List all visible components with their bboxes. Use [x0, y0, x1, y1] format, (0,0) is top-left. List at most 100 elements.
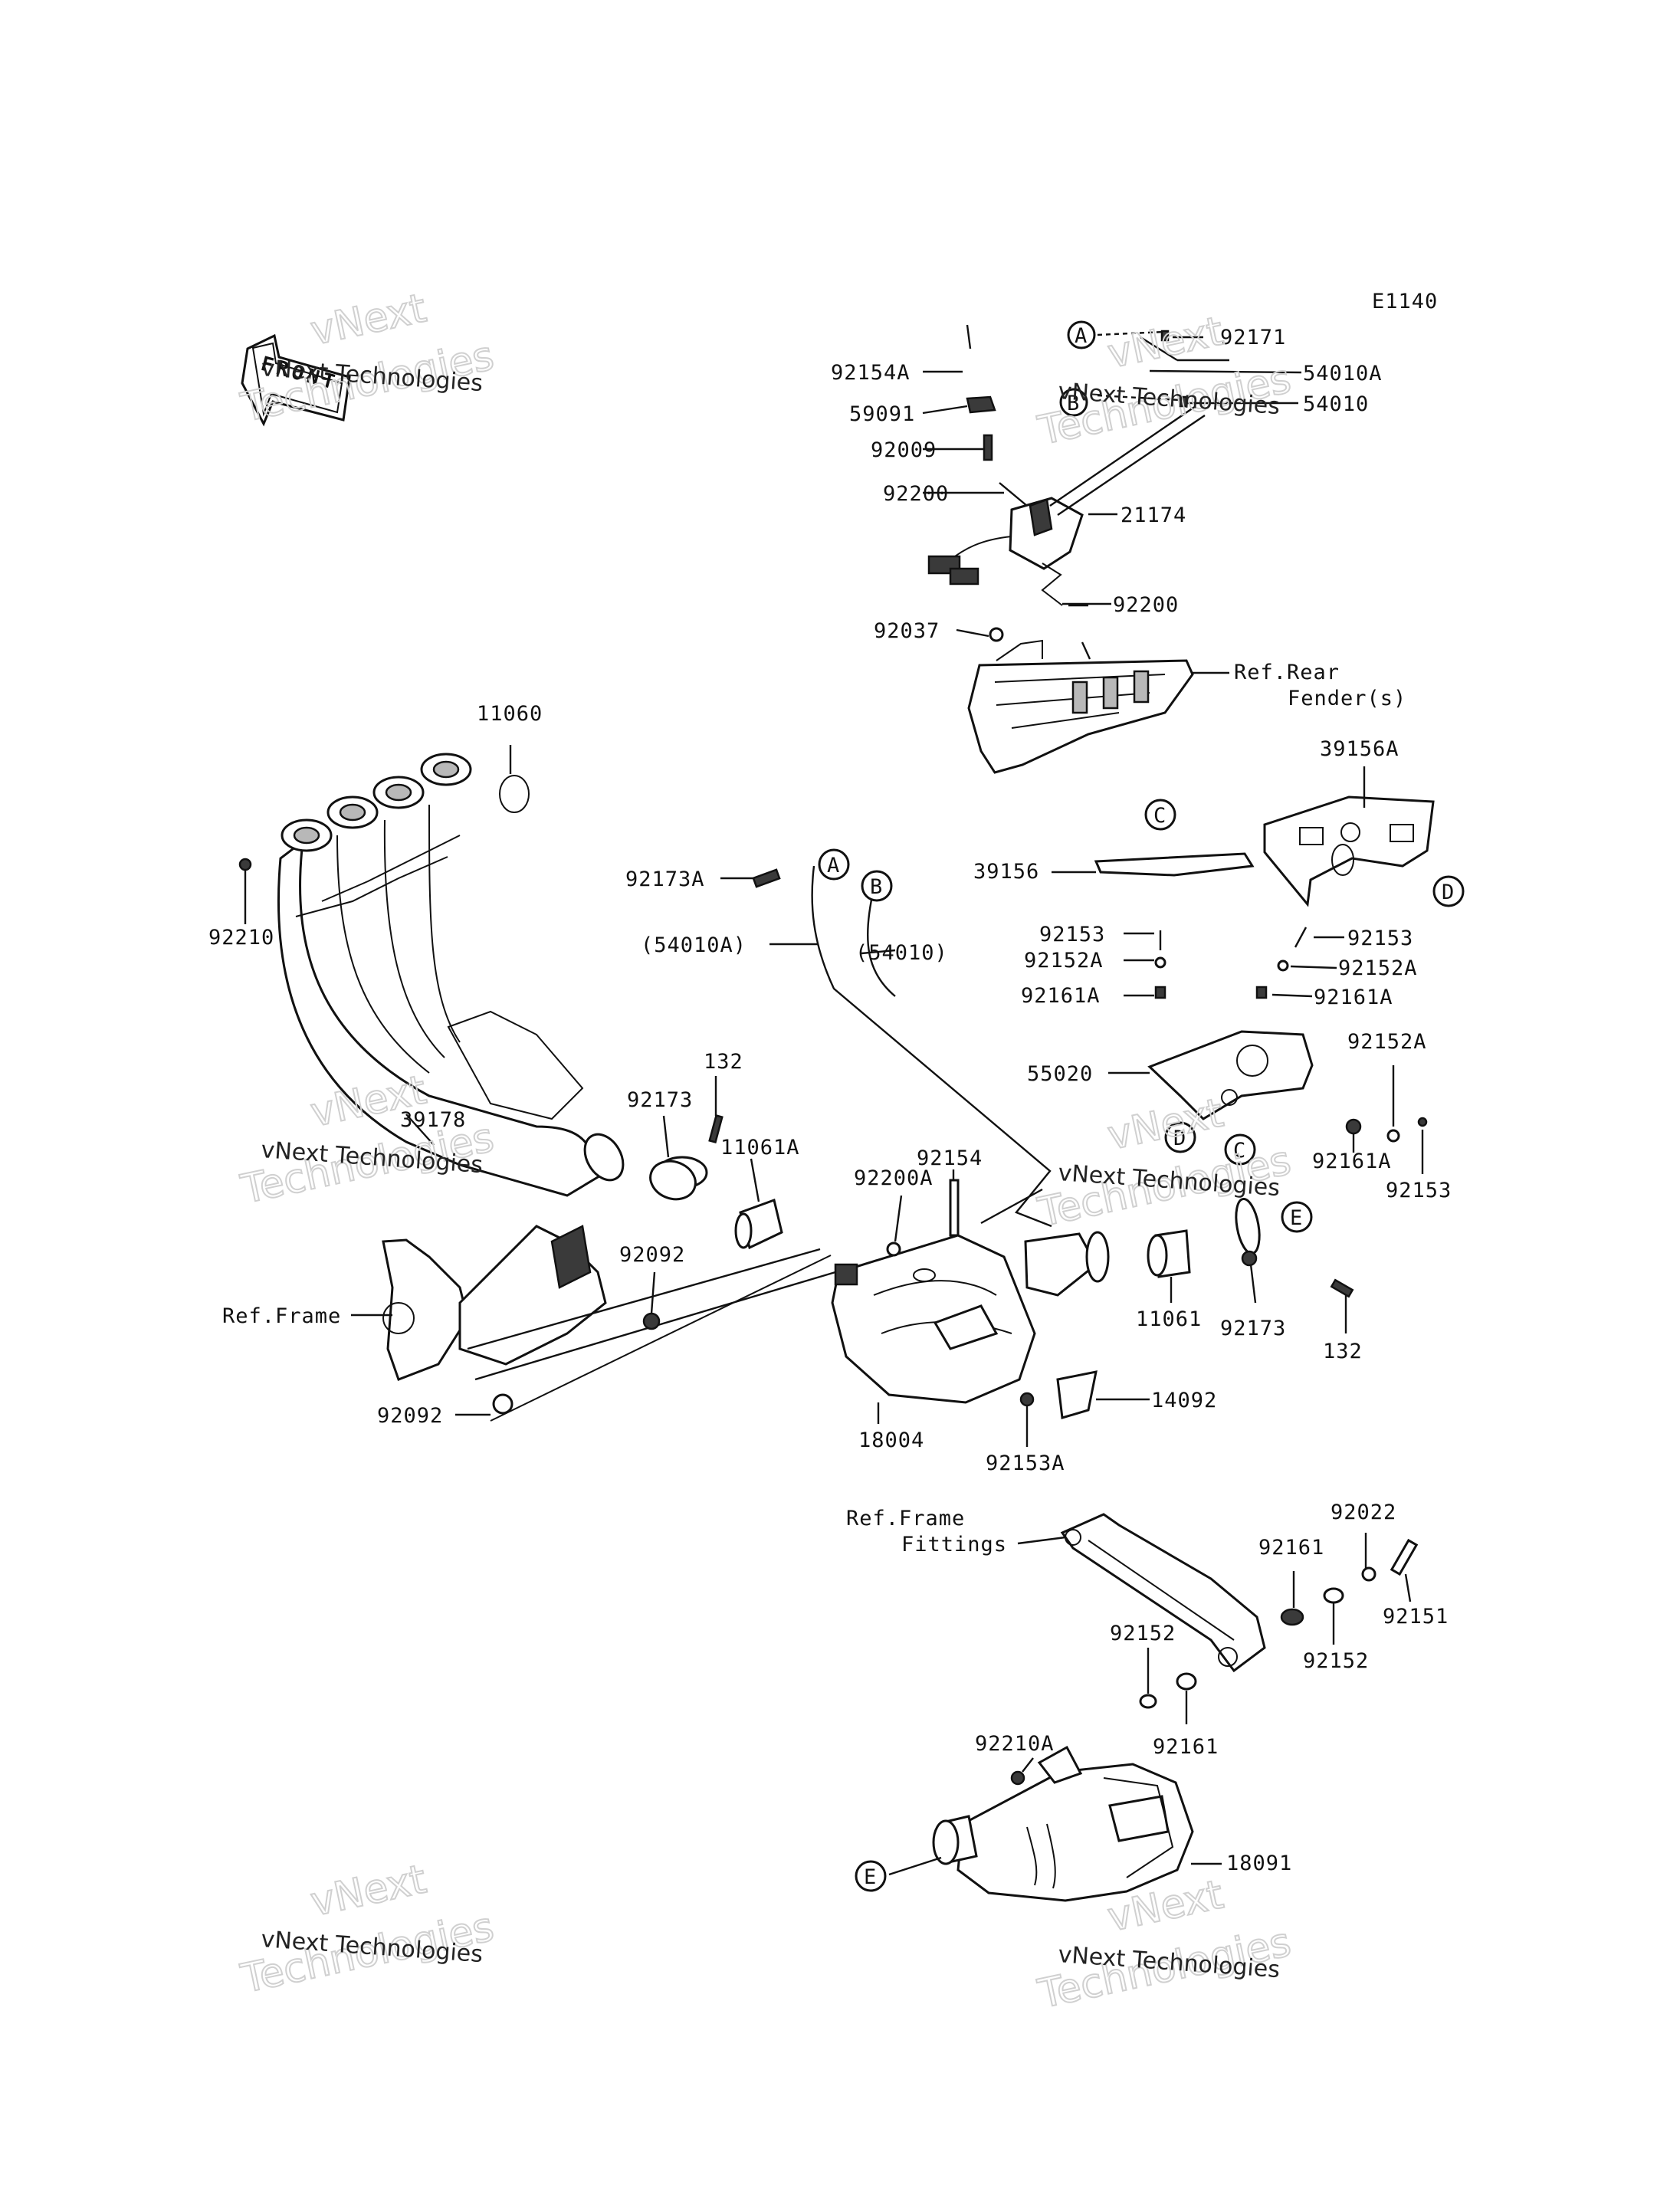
callout-55020: 55020	[1027, 1062, 1093, 1086]
callout-92152-right: 92152	[1303, 1649, 1369, 1673]
callout-18091: 18091	[1226, 1852, 1292, 1875]
leader-lines	[244, 336, 1424, 1876]
callout-92037: 92037	[874, 619, 940, 643]
callout-92173-left: 92173	[627, 1088, 693, 1112]
fasteners-92151-set	[1010, 1538, 1419, 1786]
callout-92092-top: 92092	[619, 1243, 685, 1267]
callout-21174: 21174	[1121, 504, 1186, 527]
callout-92152A-right: 92152A	[1338, 956, 1418, 980]
callout-92153-left: 92153	[1039, 923, 1105, 946]
callout-92173A: 92173A	[625, 868, 705, 891]
callout-92200-mid: 92200	[1113, 593, 1179, 617]
ref-circle-D-cover	[1432, 875, 1465, 907]
callout-11061A: 11061A	[720, 1136, 800, 1160]
ref-circle-B-cable-letter: B	[870, 875, 883, 899]
frame-ref-left	[382, 1225, 836, 1381]
callout-92210A: 92210A	[975, 1732, 1055, 1756]
cable-ends-top	[1080, 330, 1229, 408]
ref-circle-A-cable	[818, 848, 850, 881]
callout-92161-top: 92161	[1258, 1536, 1324, 1560]
leader-92092-lower	[490, 1255, 832, 1422]
exhaust-header-pipes	[277, 753, 625, 1197]
sleeve-11061A	[734, 1199, 783, 1250]
callout-92161A-far: 92161A	[1312, 1150, 1392, 1173]
ref-circle-B-top-letter: B	[1067, 392, 1080, 415]
watermark-line2: vNext	[1104, 308, 1227, 377]
reference-circles	[818, 320, 1465, 1892]
cover-14092	[1056, 1370, 1098, 1419]
callout-92022: 92022	[1331, 1501, 1396, 1524]
bolt-132-right	[1330, 1278, 1354, 1298]
nut-92153A	[1019, 1392, 1035, 1407]
frame-fittings-ref	[1060, 1513, 1266, 1673]
grommet-92092-top	[642, 1312, 661, 1330]
ref-circle-A-cable-letter: A	[827, 854, 840, 877]
cover-39156A	[1263, 795, 1435, 907]
rear-fender-ref	[967, 627, 1194, 774]
callout-92161-bottom: 92161	[1153, 1735, 1219, 1759]
ref-circle-C-cover	[1144, 799, 1176, 831]
watermark-line2: vNext	[1104, 1090, 1227, 1159]
callout-92153A: 92153A	[986, 1451, 1065, 1475]
bolt-92154	[949, 1179, 960, 1237]
ref-circle-C-cover-letter: C	[1153, 804, 1166, 828]
callout-92009: 92009	[871, 438, 937, 462]
silencer-18091	[932, 1745, 1194, 1902]
callout-92154: 92154	[917, 1146, 983, 1170]
callout-92153-right: 92153	[1347, 927, 1413, 950]
callout-92210: 92210	[208, 926, 274, 950]
callout-54010-paren: (54010)	[855, 941, 948, 965]
callout-92152A-far: 92152A	[1347, 1030, 1427, 1054]
callout-92200A: 92200A	[854, 1166, 934, 1190]
watermark-line2: vNext	[307, 285, 430, 354]
washer-92200A	[886, 1242, 901, 1257]
callout-ref-frame-fittings-2: Fittings	[901, 1533, 1007, 1556]
callout-14092: 14092	[1151, 1389, 1217, 1412]
control-cables	[752, 865, 1052, 1228]
callout-92153-far: 92153	[1386, 1179, 1452, 1202]
callout-11061: 11061	[1136, 1307, 1202, 1331]
diagram-code: E1140	[1372, 290, 1438, 313]
callout-39156A: 39156A	[1320, 737, 1399, 761]
nut-92210	[238, 858, 252, 871]
callout-92152A-left: 92152A	[1024, 949, 1104, 973]
callout-11060: 11060	[477, 702, 543, 726]
callout-92154A: 92154A	[831, 361, 911, 385]
callout-54010: 54010	[1303, 392, 1369, 416]
clamp-92173-right	[1235, 1197, 1261, 1267]
ref-circle-E-clamp	[1281, 1201, 1313, 1233]
ref-circle-C-bracket-letter: C	[1233, 1139, 1246, 1163]
ref-circle-A-top	[1067, 320, 1096, 349]
ref-circle-C-bracket	[1224, 1133, 1256, 1166]
ref-circle-B-top	[1059, 388, 1088, 417]
callout-92161A-right: 92161A	[1314, 986, 1393, 1009]
callout-ref-rear-fender-2: Fender(s)	[1288, 687, 1406, 710]
callout-54010A-paren: (54010A)	[641, 933, 746, 957]
clip-92173A	[752, 868, 781, 888]
callout-54010A: 54010A	[1303, 362, 1383, 385]
ref-circle-E-silencer-letter: E	[864, 1865, 877, 1889]
callout-92173-right: 92173	[1220, 1317, 1286, 1340]
grommet-92092-bottom	[492, 1393, 514, 1415]
callout-132-top: 132	[704, 1050, 743, 1074]
callout-92152-left: 92152	[1110, 1622, 1176, 1645]
callout-92151: 92151	[1383, 1605, 1449, 1629]
callout-18004: 18004	[858, 1429, 924, 1452]
callout-ref-rear-fender-1: Ref.Rear	[1234, 661, 1340, 684]
callout-59091: 59091	[849, 402, 915, 426]
valve-actuator-assembly	[927, 324, 1206, 660]
bracket-55020	[1147, 1030, 1314, 1120]
callout-132-bottom: 132	[1323, 1340, 1363, 1363]
ref-circle-D-bracket	[1164, 1121, 1196, 1153]
pre-chamber-18004	[831, 1231, 1110, 1404]
gasket-11060	[499, 775, 530, 813]
watermark-line2: vNext	[307, 1856, 430, 1925]
ref-circle-B-cable	[861, 870, 893, 902]
ref-circle-D-cover-letter: D	[1442, 881, 1455, 904]
